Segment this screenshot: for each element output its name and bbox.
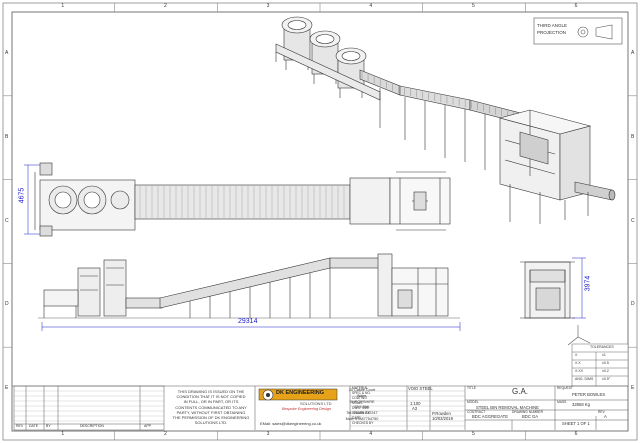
grid-reference-marks bbox=[3, 3, 637, 440]
tolerance-title: TOLERANCES bbox=[590, 345, 614, 349]
dwg-size-value: A3 bbox=[412, 406, 418, 411]
drawn-by-value: P.Rowden bbox=[432, 411, 451, 416]
grid-row-label: A bbox=[631, 49, 635, 56]
model: MODEL bbox=[467, 400, 479, 404]
rev-value: A bbox=[604, 414, 607, 419]
drawing-number-value: BDC GA bbox=[522, 414, 539, 419]
contract: CONTRACT bbox=[467, 410, 486, 414]
address-line: Walm, bbox=[356, 393, 368, 398]
address-line: SHROPSHIRE bbox=[349, 399, 375, 404]
request-value: PETER BOWLES bbox=[572, 392, 606, 397]
logo-sub: SOLUTIONS LTD bbox=[300, 401, 332, 406]
material-value: VOID STEEL bbox=[408, 386, 433, 391]
grid-col-label: 4 bbox=[369, 431, 373, 437]
grid-row-label: D bbox=[631, 301, 635, 308]
tolerance-key: ANG. DIMS bbox=[575, 377, 594, 381]
title-value: G.A. bbox=[512, 387, 529, 396]
address-line: SY4 5UL bbox=[354, 405, 370, 410]
dwg-size: DWG. SIZE bbox=[352, 406, 370, 410]
mass-value: 32858 Kg bbox=[572, 402, 590, 407]
grid-col-label: 2 bbox=[164, 431, 167, 437]
revision-header: BY bbox=[46, 424, 51, 428]
title: TITLE bbox=[467, 386, 476, 390]
tolerance-key: X.X bbox=[575, 361, 581, 365]
notice-line: PARTY, WITHOUT FIRST OBTAINING bbox=[176, 409, 246, 415]
company-logo bbox=[258, 388, 338, 401]
end-elevation bbox=[520, 261, 575, 319]
grid-row-label: A bbox=[5, 49, 9, 56]
address-line: 20 Castle Court bbox=[348, 388, 376, 392]
grid-col-label: 3 bbox=[266, 3, 270, 9]
mass: MASS bbox=[557, 400, 567, 404]
scale: SCALE bbox=[352, 401, 363, 405]
contract-value: BDC AGGREGATE bbox=[472, 414, 508, 419]
address-line: Mob: 07887754750 bbox=[345, 417, 379, 421]
tolerance-value: ±0.2 bbox=[602, 369, 609, 373]
notice-line: IN FULL, OR IN PART, OR ITS bbox=[183, 399, 239, 405]
revision-header: REV bbox=[16, 424, 24, 428]
grid-col-label: 6 bbox=[574, 3, 578, 9]
grid-col-label: 5 bbox=[472, 3, 475, 9]
end-tower bbox=[498, 109, 616, 224]
rev: REV bbox=[598, 410, 605, 414]
grid-row-label: E bbox=[631, 385, 635, 392]
logo-text: DK ENGINEERING bbox=[276, 390, 324, 396]
notice-line: CONTENTS COMMUNICATED TO ANY bbox=[175, 404, 247, 410]
company-email: EMail: sales@dkengineering.co.uk bbox=[260, 421, 322, 426]
company-tagline: Bespoke Engineering Design bbox=[282, 407, 331, 411]
side-elevation bbox=[38, 253, 460, 319]
dimension-4675: 4675 bbox=[18, 187, 26, 204]
date-value: 10/03/2019 bbox=[432, 416, 453, 421]
projection-symbol bbox=[533, 17, 623, 45]
projection-label-1: THIRD ANGLE bbox=[537, 23, 568, 28]
plan-view bbox=[34, 162, 451, 237]
grid-col-label: 4 bbox=[369, 3, 373, 9]
grid-col-label: 3 bbox=[266, 431, 270, 437]
dimension-lines bbox=[24, 164, 586, 331]
view-triad-icon bbox=[567, 325, 591, 346]
grid-row-label: C bbox=[5, 217, 9, 224]
spec: SPEC & NO. bbox=[352, 391, 371, 395]
revision-header: APP bbox=[144, 424, 152, 428]
date: DATE bbox=[352, 416, 361, 420]
tolerance-value: ±1 bbox=[602, 353, 606, 357]
projection-label-2: PROJECTION bbox=[537, 30, 567, 35]
isometric-view bbox=[275, 16, 616, 224]
tolerance-value: ±0.5° bbox=[602, 377, 611, 381]
notice-line: THIS DRAWING IS ISSUED ON THE bbox=[177, 389, 245, 394]
checked-by: CHECKED BY bbox=[352, 421, 374, 425]
tolerance-key: X.XX bbox=[575, 369, 583, 373]
notice-line: SOLUTIONS LTD. bbox=[194, 420, 228, 426]
revision-header: DATE bbox=[29, 424, 39, 428]
title-block-frame bbox=[12, 385, 628, 431]
grid-col-label: 1 bbox=[61, 431, 65, 437]
drawing-number: DRAWING NUMBER bbox=[512, 410, 544, 414]
grid-col-label: 6 bbox=[574, 431, 578, 437]
material: MATERIAL bbox=[352, 386, 369, 390]
grid-row-label: E bbox=[5, 385, 9, 392]
address-line: Tel: 01939 232247 bbox=[346, 411, 378, 416]
revision-header: DESCRIPTION bbox=[80, 424, 104, 428]
tolerance-key: X bbox=[575, 353, 578, 357]
dimension-29314: 29314 bbox=[238, 318, 258, 325]
notice-line: THE PERMISSION OF DK ENGINEERING bbox=[172, 415, 250, 420]
grid-col-label: 2 bbox=[164, 3, 167, 9]
grid-row-label: C bbox=[631, 217, 635, 224]
notice-line: CONDITION THAT IT IS NOT COPIED bbox=[176, 394, 246, 400]
grid-row-label: B bbox=[5, 133, 9, 140]
grid-col-label: 1 bbox=[61, 3, 65, 9]
drawn-by: DRAWN BY bbox=[352, 411, 370, 415]
coating: COATING bbox=[352, 396, 367, 400]
tolerance-value: ±0.5 bbox=[602, 361, 609, 365]
grid-col-label: 5 bbox=[472, 431, 475, 437]
grid-row-label: B bbox=[631, 133, 635, 140]
scale-value: 1:100 bbox=[410, 401, 421, 406]
grid-row-label: D bbox=[5, 301, 9, 308]
dimension-3974: 3974 bbox=[584, 275, 592, 292]
sheet: SHEET 1 OF 1 bbox=[562, 421, 590, 426]
request: REQUEST bbox=[557, 386, 573, 390]
model-value: STEEL BIN REMOVAL MACHINE bbox=[476, 405, 539, 410]
